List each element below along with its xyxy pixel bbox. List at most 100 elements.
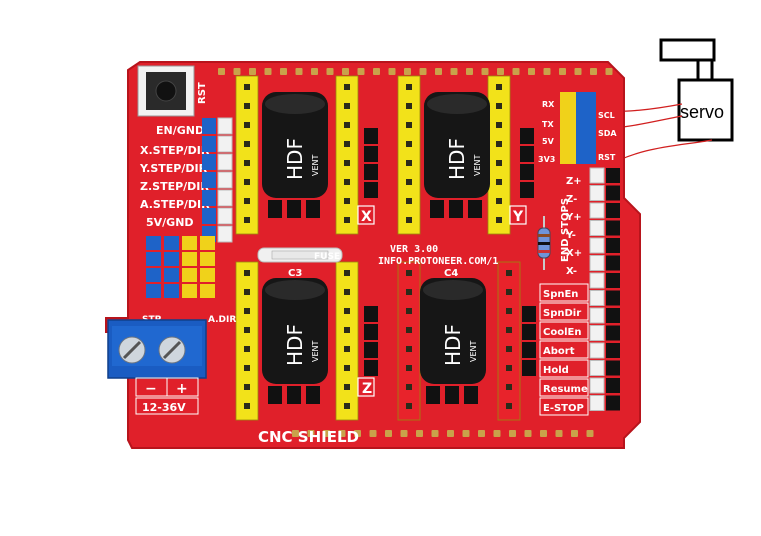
header-black	[606, 378, 620, 393]
top-pin	[497, 68, 504, 75]
servo-horn	[659, 38, 716, 62]
jumper-blue	[202, 118, 216, 134]
pin-header	[364, 146, 378, 162]
microstep-header	[268, 200, 282, 218]
label-a-step-dir: A.STEP/DIR	[140, 198, 210, 211]
jumper-blue	[202, 190, 216, 206]
control-label: Abort	[543, 346, 575, 357]
axis-label-y: Y	[512, 209, 524, 225]
terminal-minus: −	[145, 381, 157, 397]
pin-header	[520, 164, 534, 180]
socket-hole	[344, 327, 350, 333]
jumper-block	[200, 268, 215, 282]
header-white	[589, 307, 605, 324]
socket-hole	[344, 289, 350, 295]
header-white	[217, 153, 233, 171]
pin-header	[364, 360, 378, 376]
socket-hole	[344, 160, 350, 166]
end-stop-z-plus: Z+	[566, 176, 582, 187]
socket-hole	[344, 84, 350, 90]
socket-hole	[244, 346, 250, 352]
axis-label-x: X	[361, 209, 372, 225]
socket-hole	[406, 289, 412, 295]
socket-hole	[344, 308, 350, 314]
socket-hole	[496, 217, 502, 223]
bottom-pin	[323, 430, 330, 437]
control-label-box	[539, 321, 589, 340]
label-rx: RX	[542, 100, 555, 109]
socket-hole	[244, 384, 250, 390]
capacitor-body	[262, 92, 328, 198]
header-white	[589, 325, 605, 341]
label-c4: C4	[444, 268, 458, 279]
socket-hole	[244, 84, 250, 90]
capacitor-body	[262, 278, 328, 384]
header-white	[589, 220, 605, 236]
end-stop-x-plus: X+	[566, 248, 582, 259]
label-z-step-dir: Z.STEP/DIR	[140, 180, 209, 193]
microstep-header	[445, 386, 459, 404]
top-pin-row	[218, 68, 613, 75]
top-pin	[218, 68, 225, 75]
top-pin	[280, 68, 287, 75]
jumper-block	[182, 252, 197, 266]
screw-terminal: − + 12-36V	[107, 319, 207, 415]
label-en-gnd: EN/GND	[156, 124, 204, 137]
capacitor-brand: HDF	[283, 138, 307, 180]
pin-header	[522, 360, 536, 376]
header-black	[606, 308, 620, 323]
header-white	[589, 237, 605, 254]
driver-socket	[335, 75, 359, 235]
socket-hole	[344, 103, 350, 109]
top-pin	[388, 68, 396, 75]
capacitor-body	[424, 92, 490, 198]
header-black	[606, 185, 620, 201]
driver-socket	[487, 75, 511, 235]
bottom-pin	[354, 430, 361, 437]
website-label: INFO.PROTONEER.COM/1	[378, 256, 498, 267]
top-pin	[512, 68, 520, 75]
driver-socket	[235, 75, 259, 235]
jumper-blue	[202, 154, 216, 170]
driver-socket	[397, 75, 421, 235]
socket-hole	[406, 365, 412, 371]
pin-header	[364, 182, 378, 198]
socket-hole	[506, 289, 512, 295]
socket-hole	[406, 84, 412, 90]
control-label-box	[539, 397, 589, 416]
socket-hole	[244, 403, 250, 409]
socket-hole	[344, 384, 350, 390]
microstep-header	[287, 386, 301, 404]
header-white	[589, 290, 605, 306]
label-3v3: 3V3	[538, 155, 555, 164]
capacitor-tag: VENT	[473, 154, 482, 176]
bottom-pin	[385, 430, 392, 437]
socket-hole	[406, 346, 412, 352]
capacitor-top	[423, 280, 483, 300]
servo-shaft	[696, 58, 714, 82]
socket-hole	[406, 308, 412, 314]
top-pin	[574, 68, 582, 75]
resistor	[537, 216, 551, 270]
header-white	[217, 135, 233, 153]
jumper-block	[146, 284, 161, 298]
pin-header	[364, 164, 378, 180]
label-scl: SCL	[598, 111, 615, 120]
driver-socket	[497, 261, 521, 421]
capacitor-tag: VENT	[311, 340, 320, 362]
socket-hole	[506, 384, 512, 390]
capacitor-brand: HDF	[441, 324, 465, 366]
header-white	[589, 255, 605, 271]
reset-label: RST	[197, 82, 208, 104]
pin-header	[520, 146, 534, 162]
socket-hole	[244, 141, 250, 147]
socket-hole	[406, 103, 412, 109]
header-black	[606, 255, 620, 271]
axis-labels: X Y Z	[357, 205, 527, 397]
pin-header	[364, 342, 378, 358]
top-pin	[435, 68, 442, 75]
header-black	[606, 238, 620, 253]
microstep-header	[268, 386, 282, 404]
control-label: E-STOP	[543, 403, 584, 414]
socket-hole	[244, 160, 250, 166]
